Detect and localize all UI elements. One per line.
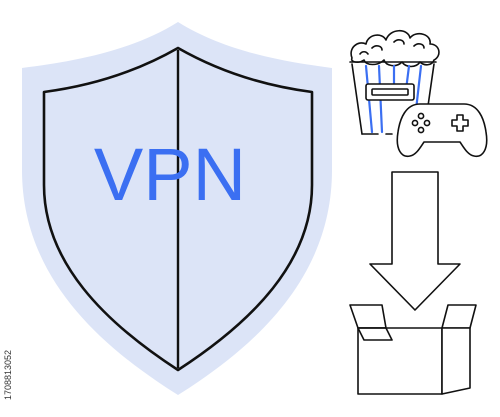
box-flap-front [357, 327, 393, 341]
controller-button-left [411, 119, 419, 127]
shield-label: VPN [94, 133, 246, 216]
controller-button-right [423, 119, 431, 127]
open-box-icon [349, 304, 477, 395]
popcorn-puff-detail [359, 39, 425, 55]
popcorn-bucket-icon [349, 29, 440, 135]
controller-button-bottom [417, 126, 425, 134]
down-arrow-icon [369, 171, 461, 311]
stock-id-watermark: 1708813052 [3, 349, 13, 400]
controller-plus-pad [451, 114, 469, 132]
box-front [357, 327, 443, 395]
box-flap-right [441, 304, 477, 329]
bucket-label-inner [371, 88, 409, 96]
controller-body [396, 103, 488, 158]
down-arrow-shape [369, 171, 461, 311]
box-side [441, 327, 471, 395]
box-flap-left [349, 304, 387, 329]
game-controller-icon [396, 103, 488, 158]
controller-button-top [417, 112, 425, 120]
popcorn-puffs [350, 29, 440, 68]
shield-icon: VPN [22, 22, 332, 395]
